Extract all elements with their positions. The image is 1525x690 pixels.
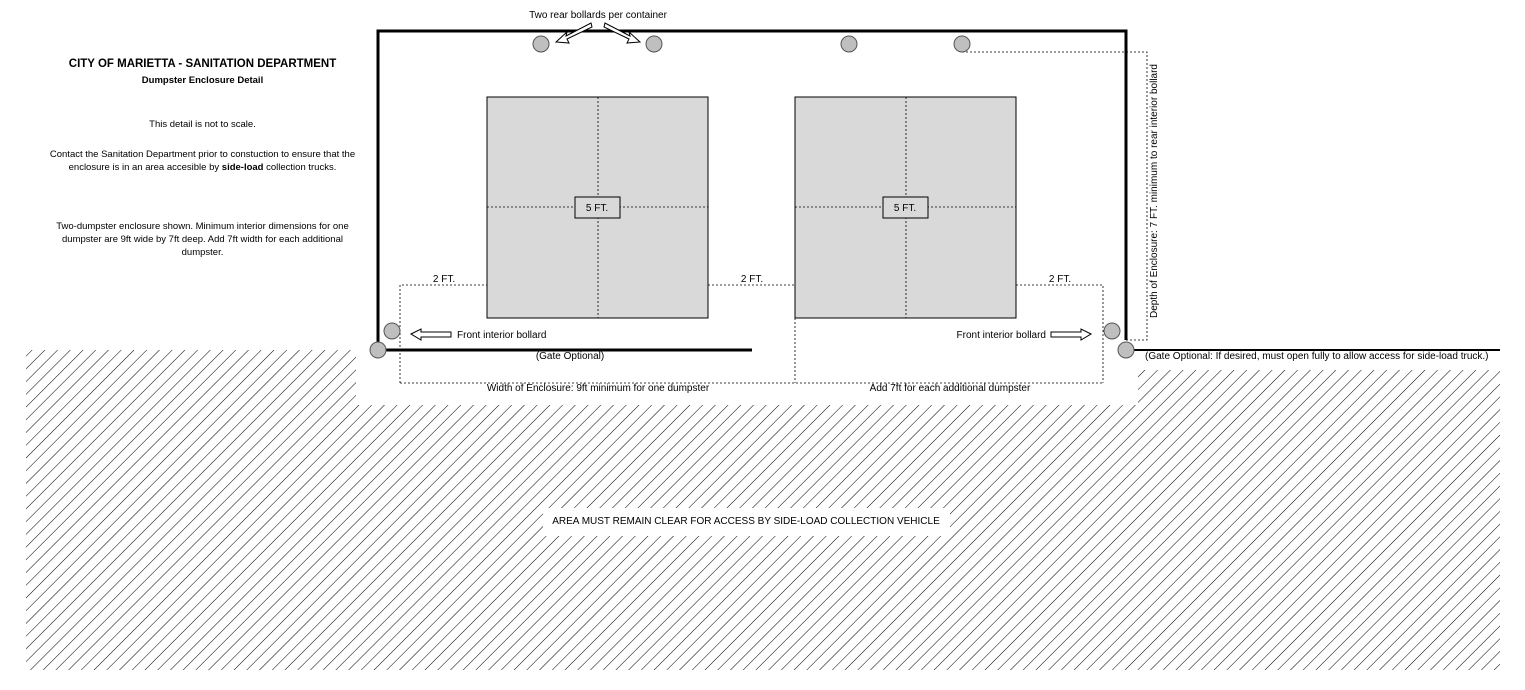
width-label: Width of Enclosure: 9ft minimum for one …: [487, 383, 710, 394]
rear-bollard: [532, 35, 550, 53]
clearance-label: 2 FT.: [433, 274, 455, 285]
dumpster-right: 5 FT.: [794, 96, 1017, 319]
rear-bollard: [953, 35, 971, 53]
dimensions-note: Two-dumpster enclosure shown. Minimum in…: [56, 221, 349, 258]
container-size-label: 5 FT.: [894, 203, 916, 214]
front-interior-bollard: [383, 322, 401, 340]
scale-note: This detail is not to scale.: [149, 119, 256, 130]
contact-note-emphasis: side-load: [221, 162, 264, 173]
arrow-right-icon: [1050, 328, 1093, 341]
container-size-label: 5 FT.: [586, 203, 608, 214]
depth-label: Depth of Enclosure: 7 FT. minimum to rea…: [1149, 64, 1160, 318]
rear-bollard: [645, 35, 663, 53]
page-title: CITY OF MARIETTA - SANITATION DEPARTMENT: [68, 58, 337, 70]
gate-bollard: [369, 341, 387, 359]
additional-width-label: Add 7ft for each additional dumpster: [870, 383, 1031, 394]
arrow-icon: [554, 22, 593, 44]
enclosure-wall: [376, 29, 1128, 351]
clear-area-label-box: [543, 508, 950, 536]
clearance-label: 2 FT.: [741, 274, 763, 285]
clearance-label: 2 FT.: [1049, 274, 1071, 285]
dumpster-left: 5 FT.: [486, 96, 709, 319]
contact-note-text: Contact the Sanitation Department prior …: [49, 149, 356, 173]
bollards: [369, 35, 1135, 359]
page-subtitle: Dumpster Enclosure Detail: [141, 75, 264, 86]
clear-area-hatch: AREA MUST REMAIN CLEAR FOR ACCESS BY SID…: [26, 350, 1500, 670]
rear-bollard: [840, 35, 858, 53]
front-interior-bollard: [1103, 322, 1121, 340]
clear-area-label: AREA MUST REMAIN CLEAR FOR ACCESS BY SID…: [552, 516, 940, 527]
arrow-icon: [603, 22, 642, 44]
front-bollard-label: Front interior bollard: [957, 330, 1046, 341]
rear-bollards-label: Two rear bollards per container: [529, 10, 668, 21]
gate-label: (Gate Optional): [536, 351, 604, 362]
dimension-lines: [399, 51, 1148, 384]
arrows: [409, 22, 1093, 341]
gate-bollard: [1117, 341, 1135, 359]
contact-note-tail: collection trucks.: [266, 162, 337, 173]
front-bollard-label: Front interior bollard: [457, 330, 546, 341]
contact-note: Contact the Sanitation Department prior …: [40, 148, 365, 174]
gate-label: (Gate Optional: If desired, must open fu…: [1145, 351, 1489, 362]
arrow-left-icon: [409, 328, 452, 341]
